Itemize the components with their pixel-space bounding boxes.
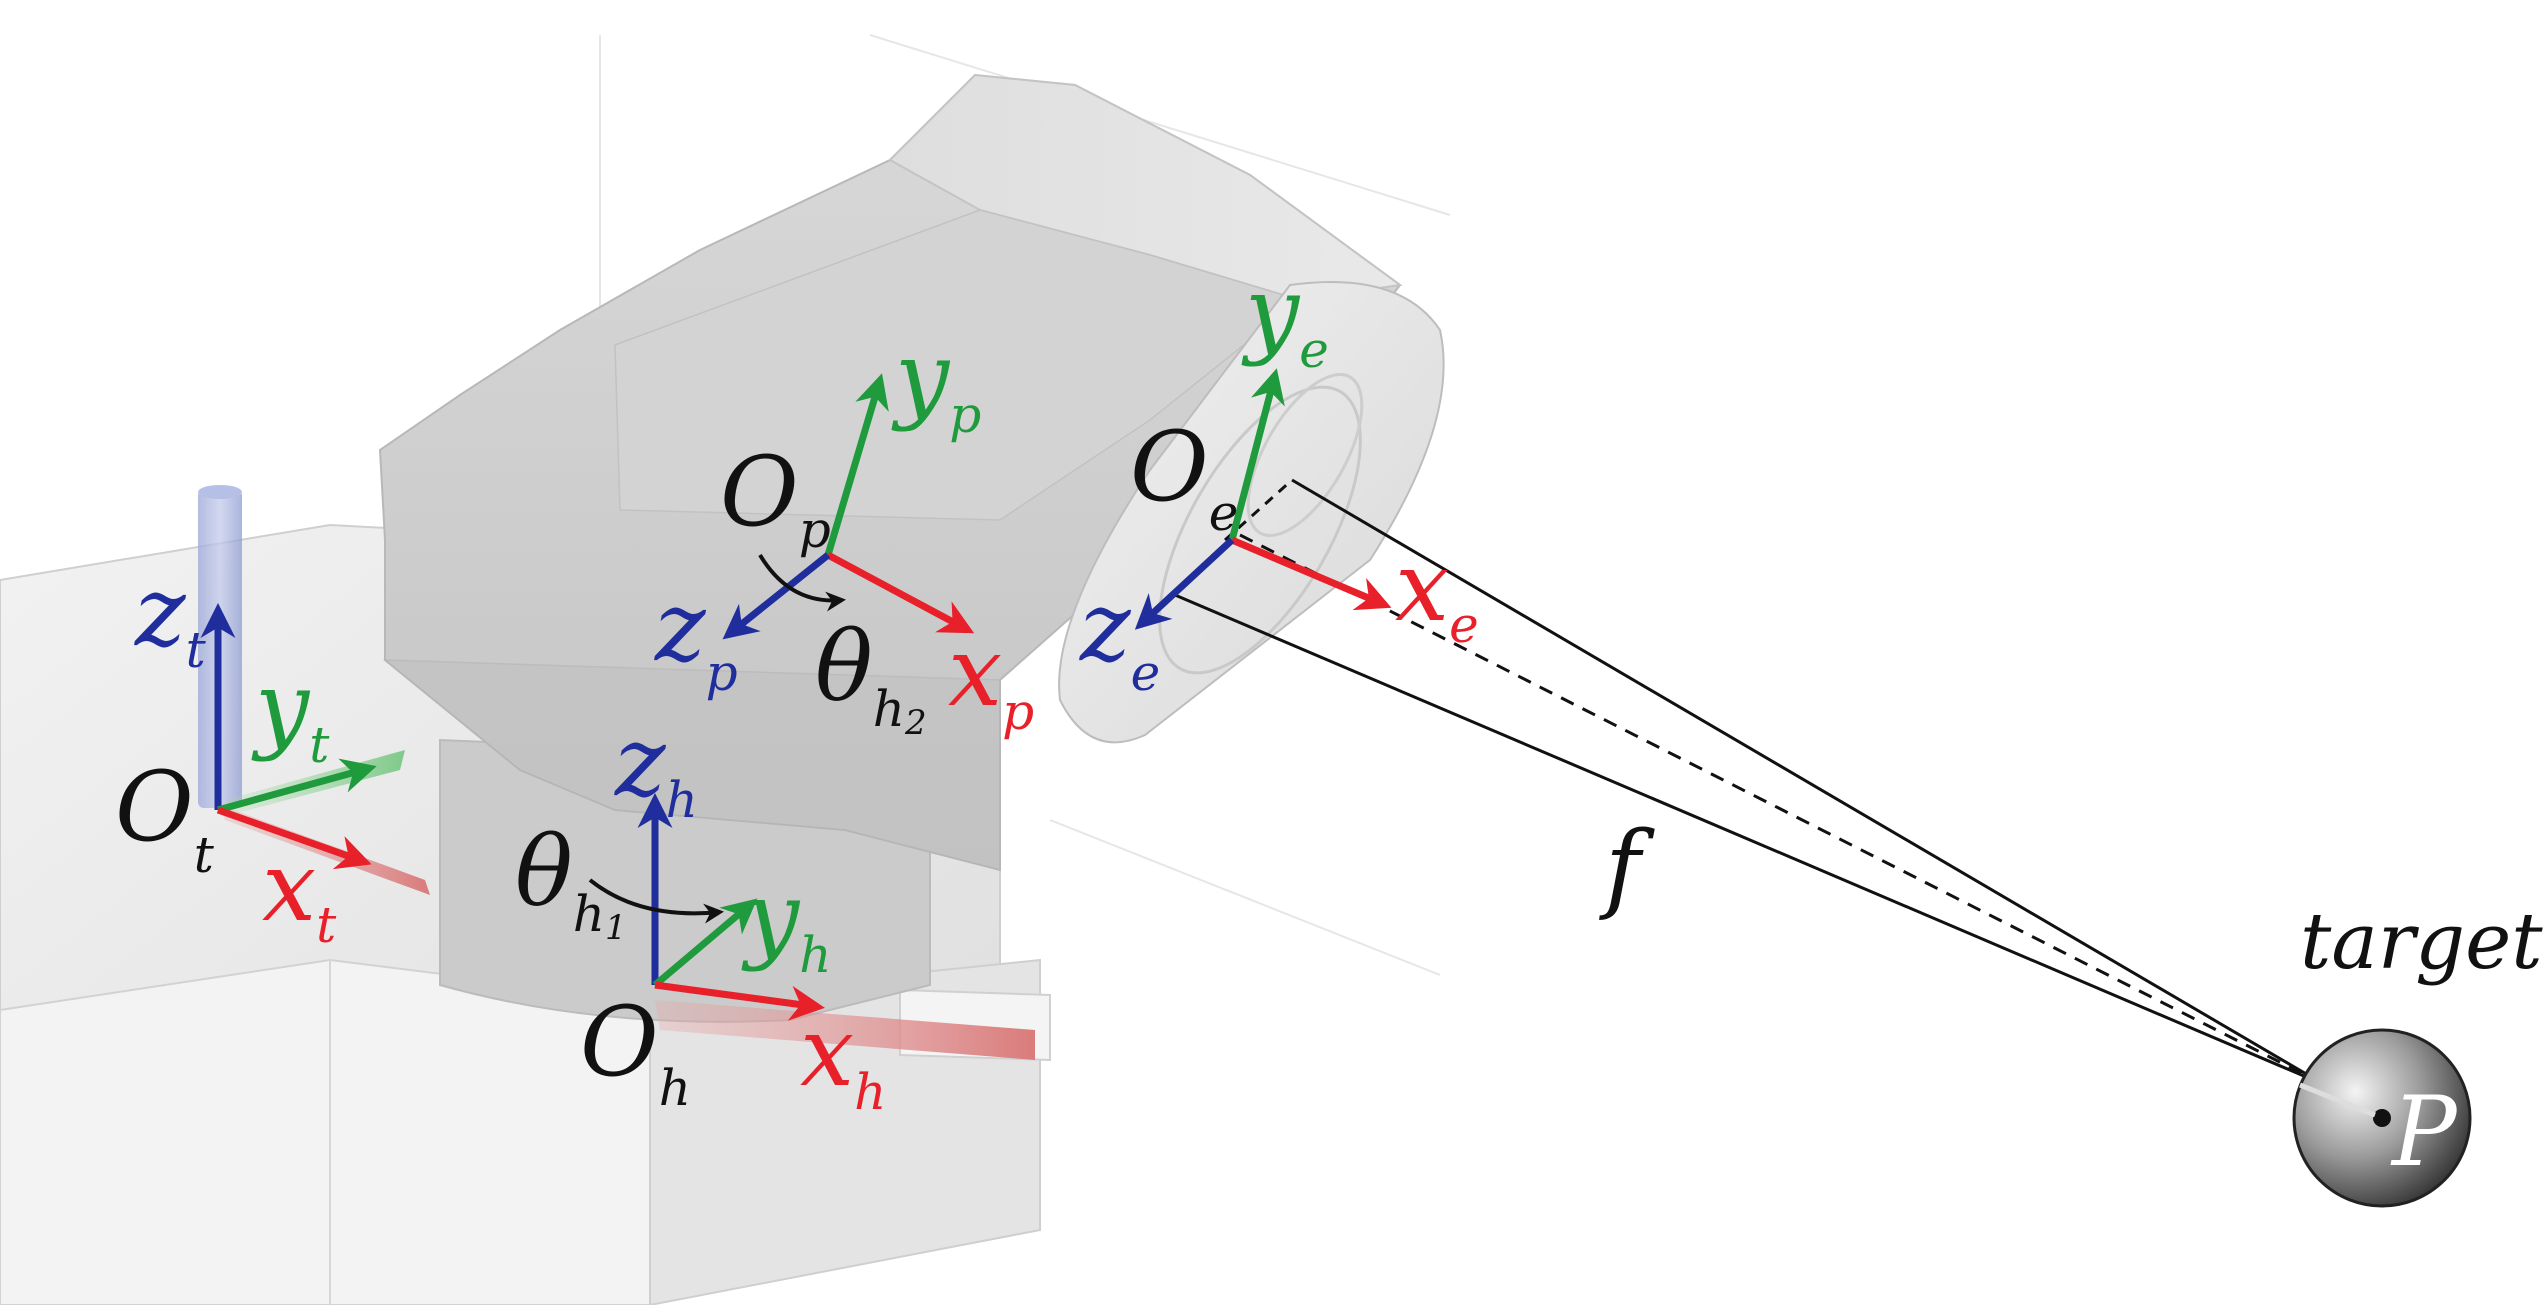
frame-e-labels: ye Oe ze xe xyxy=(1079,256,1479,702)
frame-h-labels: zh θh1 yh Oh xh xyxy=(515,706,886,1121)
label-focal-length: f xyxy=(1599,811,1655,923)
target-sphere xyxy=(2292,1028,2472,1208)
label-theta-h1: θh1 xyxy=(515,816,627,948)
axis-xp-arrow xyxy=(826,551,975,634)
label-yp: yp xyxy=(891,321,981,444)
label-ot: Ot xyxy=(115,751,215,884)
label-xh: xh xyxy=(800,996,886,1121)
axis-yp-arrow xyxy=(824,373,889,556)
label-oe: Oe xyxy=(1130,411,1238,542)
label-ze: ze xyxy=(1079,571,1160,702)
label-yh: yh xyxy=(741,861,831,984)
frame-p-axes xyxy=(722,373,975,640)
axis-ye-arrow xyxy=(1228,368,1285,541)
label-zt: zt xyxy=(134,556,207,679)
frame-h-axes xyxy=(588,793,825,1021)
rotation-h1-arrow xyxy=(588,878,724,924)
label-ye: ye xyxy=(1241,256,1329,379)
target-point xyxy=(2373,1109,2391,1127)
axis-ze-arrow xyxy=(1134,537,1235,630)
label-xp: xp xyxy=(948,616,1034,741)
axis-yt-arrow xyxy=(217,758,377,814)
axis-yh-arrow xyxy=(652,898,758,988)
frame-t-axes xyxy=(200,603,377,870)
label-target: target xyxy=(2300,897,2543,987)
axis-xe-arrow xyxy=(1230,536,1392,611)
label-yt: yt xyxy=(251,651,330,774)
frame-t-labels: zt yt Ot xt xyxy=(115,556,337,954)
label-op: Op xyxy=(720,436,831,559)
frame-e-axes xyxy=(1134,368,1392,630)
rotation-h2-arrow xyxy=(758,553,846,612)
label-xt: xt xyxy=(262,831,337,954)
label-zp: zp xyxy=(654,571,738,702)
label-theta-h2: θh2 xyxy=(815,611,927,743)
axis-xh-arrow xyxy=(654,981,825,1021)
label-zh: zh xyxy=(614,706,698,829)
label-oh: Oh xyxy=(580,986,691,1117)
axis-xt-arrow xyxy=(216,806,372,870)
pan-tilt-head xyxy=(378,73,1445,872)
field-of-view xyxy=(1174,478,2326,1087)
misc-labels: f target P xyxy=(1599,811,2543,1188)
frame-p-labels: yp Op zp θh2 xp xyxy=(654,321,1034,743)
label-target-point: P xyxy=(2390,1076,2458,1188)
label-xe: xe xyxy=(1395,531,1479,654)
axis-zp-arrow xyxy=(722,552,831,640)
